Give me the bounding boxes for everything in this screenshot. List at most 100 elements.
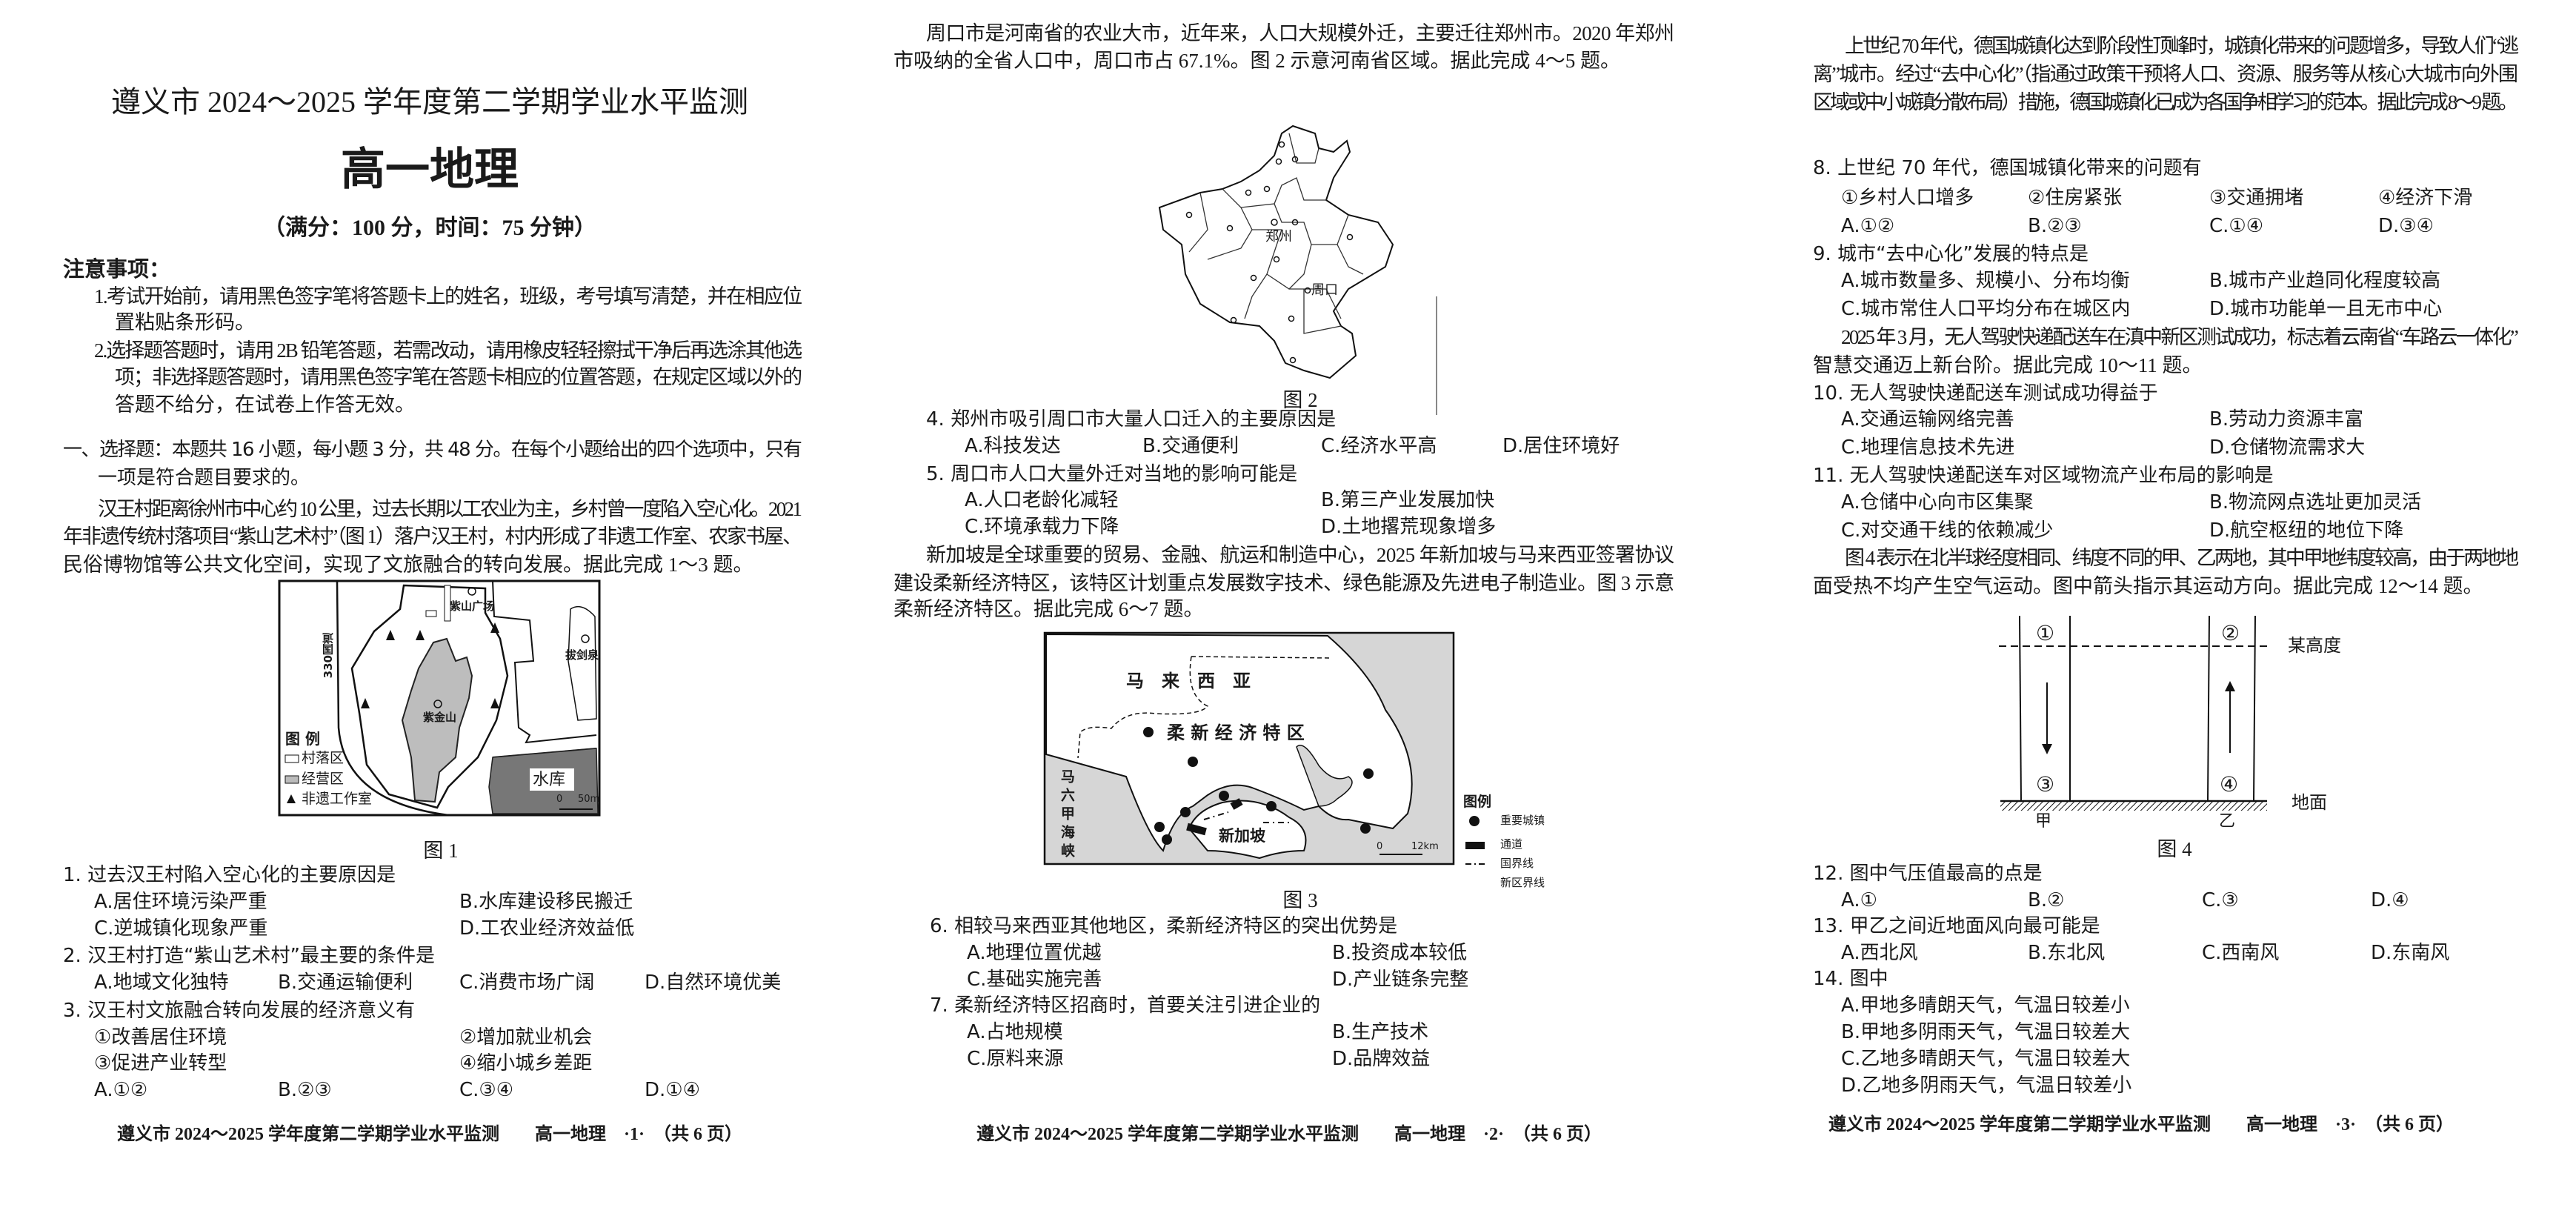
question-5-option-a[interactable]: A.人口老龄化减轻 [965,489,1119,511]
question-11-option-a[interactable]: A.仓储中心向市区集聚 [1841,491,2034,514]
question-9-option-c[interactable]: C.城市常住人口平均分布在城区内 [1841,298,2131,320]
legend-zone-border: 新区界线 [1500,876,1545,889]
question-4-stem: 4. 郑州市吸引周口市大量人口迁入的主要原因是 [926,408,1337,431]
point-3-label: ③ [2036,774,2055,797]
question-4-option-c[interactable]: C.经济水平高 [1321,435,1437,457]
question-4-option-b[interactable]: B.交通便利 [1142,435,1239,457]
question-7-option-b[interactable]: B.生产技术 [1332,1021,1429,1043]
passage-line: 民俗博物馆等公共文化空间，实现了文旅融合的转向发展。据此完成 1～3 题。 [63,554,753,576]
question-4-option-a[interactable]: A.科技发达 [965,435,1061,457]
question-3-stem: 3. 汉王村文旅融合转向发展的经济意义有 [63,1000,416,1022]
question-8-item: ①乡村人口增多 [1841,187,1974,209]
question-12-option-d[interactable]: D.④ [2371,889,2409,911]
legend-workshop: 非遗工作室 [302,791,373,807]
question-8-option-d[interactable]: D.③④ [2378,215,2434,237]
zhengzhou-label: 郑州 [1265,229,1292,245]
question-3-item: ④缩小城乡差距 [459,1052,593,1074]
workshop-markers [361,622,499,708]
notice-heading: 注意事项： [63,256,171,282]
passage-line: 柔新经济特区。据此完成 6～7 题。 [893,598,1204,620]
question-7-option-a[interactable]: A.占地规模 [967,1021,1063,1043]
question-9-option-b[interactable]: B.城市产业趋同化程度较高 [2209,270,2441,292]
question-3-option-b[interactable]: B.②③ [278,1079,332,1101]
question-9-stem: 9. 城市“去中心化”发展的特点是 [1813,243,2089,265]
question-10-option-c[interactable]: C.地理信息技术先进 [1841,436,2015,459]
question-10-option-a[interactable]: A.交通运输网络完善 [1841,408,2014,431]
question-1-option-a[interactable]: A.居住环境污染严重 [94,891,267,913]
question-11-stem: 11. 无人驾驶快递配送车对区域物流产业布局的影响是 [1813,465,2274,487]
question-6-option-d[interactable]: D.产业链条完整 [1332,969,1469,991]
question-2-option-d[interactable]: D.自然环境优美 [645,971,782,994]
city-borders [1188,133,1364,334]
singapore-label: 新加坡 [1219,827,1265,845]
question-12-option-b[interactable]: B.② [2028,889,2065,911]
question-11-option-c[interactable]: C.对交通干线的依赖减少 [1841,519,2054,542]
notice-line: 答题不给分，在试卷上作答无效。 [115,393,415,416]
question-5-option-b[interactable]: B.第三产业发展加快 [1321,489,1495,511]
question-10-option-b[interactable]: B.劳动力资源丰富 [2209,408,2364,431]
question-6-option-b[interactable]: B.投资成本较低 [1332,942,1468,964]
scale-value: 50m [578,794,600,805]
passage-line: 离”城市。经过“去中心化”（指通过政策干预将人口、资源、服务等从核心大城市向外围 [1813,63,2518,85]
figure-2-henan-map: 郑州 周口 [1156,119,1430,385]
question-9-option-d[interactable]: D.城市功能单一且无市中心 [2209,298,2443,320]
passage-line: 周口市是河南省的农业大市，近年来，人口大规模外迁，主要迁往郑州市。2020 年郑… [926,22,1674,44]
city-markers [1185,141,1354,364]
question-11-option-d[interactable]: D.航空枢纽的地位下降 [2209,519,2404,542]
question-3-option-c[interactable]: C.③④ [459,1079,514,1101]
figure-2-caption: 图 2 [1282,389,1318,411]
scale-value: 12km [1411,841,1439,852]
point-2-label: ② [2221,622,2240,645]
question-13-option-a[interactable]: A.西北风 [1841,942,1918,964]
question-9-option-a[interactable]: A.城市数量多、规模小、分布均衡 [1841,270,2130,292]
question-8-option-c[interactable]: C.①④ [2209,215,2264,237]
scan-line [1436,296,1437,415]
page-footer: 遵义市 2024～2025 学年度第二学期学业水平监测 高一地理 ·2· （共 … [976,1125,1602,1144]
passage-line: 区域或中小城镇分散布局）措施，德国城镇化已成为各国争相学习的范本。据此完成 8～… [1813,91,2518,113]
page-footer: 遵义市 2024～2025 学年度第二学期学业水平监测 高一地理 ·3· （共 … [1828,1115,2454,1134]
question-8-option-b[interactable]: B.②③ [2028,215,2082,237]
passage-line: 市吸纳的全省人口中，周口市占 67.1%。图 2 示意河南省区域。据此完成 4～… [893,50,1620,72]
question-2-option-c[interactable]: C.消费市场广阔 [459,971,595,994]
question-5-option-d[interactable]: D.土地撂荒现象增多 [1321,516,1497,538]
notice-line: 1.考试开始前，请用黑色签字笔将答题卡上的姓名，班级，考号填写清楚，并在相应位 [94,285,802,308]
question-14-option-a[interactable]: A.甲地多晴朗天气，气温日较差小 [1841,994,2130,1017]
question-13-option-c[interactable]: C.西南风 [2202,942,2280,964]
question-13-option-b[interactable]: B.东北风 [2028,942,2106,964]
question-14-option-d[interactable]: D.乙地多阴雨天气，气温日较差小 [1841,1074,2132,1097]
question-11-option-b[interactable]: B.物流网点选址更加灵活 [2209,491,2422,514]
question-6-option-c[interactable]: C.基础实施完善 [967,969,1102,991]
passage-line: 年非遗传统村落项目“紫山艺术村”（图 1）落户汉王村，村内形成了非遗工作室、农家… [63,525,802,548]
question-8-option-a[interactable]: A.①② [1841,215,1895,237]
question-7-option-d[interactable]: D.品牌效益 [1332,1048,1431,1070]
question-12-option-c[interactable]: C.③ [2202,889,2239,911]
question-2-option-a[interactable]: A.地域文化独特 [94,971,229,994]
notice-line: 项；非选择题答题时，请用黑色签字笔在答题卡相应的位置答题，在规定区域以外的 [115,366,802,388]
question-13-option-d[interactable]: D.东南风 [2371,942,2450,964]
question-12-option-a[interactable]: A.① [1841,889,1877,911]
question-3-option-a[interactable]: A.①② [94,1079,148,1101]
scale-zero: 0 [556,794,563,805]
question-1-option-d[interactable]: D.工农业经济效益低 [459,917,635,940]
question-2-option-b[interactable]: B.交通运输便利 [278,971,413,994]
question-6-option-a[interactable]: A.地理位置优越 [967,942,1102,964]
question-5-option-c[interactable]: C.环境承载力下降 [965,516,1119,538]
question-14-option-c[interactable]: C.乙地多晴朗天气，气温日较差大 [1841,1048,2131,1070]
passage-line: 面受热不均产生空气运动。图中箭头指示其运动方向。据此完成 12～14 题。 [1813,575,2483,597]
question-12-stem: 12. 图中气压值最高的点是 [1813,863,2043,885]
question-3-option-d[interactable]: D.①④ [645,1079,700,1101]
mountain-label: 紫金山 [423,711,457,724]
passage-line: 2025 年 3 月，无人驾驶快递配送车在滇中新区测试成功，标志着云南省“车路云… [1841,326,2519,348]
question-4-option-d[interactable]: D.居住环境好 [1502,435,1620,457]
notice-line: 置粘贴条形码。 [115,311,255,333]
question-8-item: ②住房紧张 [2028,187,2123,209]
question-14-option-b[interactable]: B.甲地多阴雨天气，气温日较差大 [1841,1021,2131,1043]
passage-line: 智慧交通迈上新台阶。据此完成 10～11 题。 [1813,354,2203,376]
legend-channel: 通道 [1500,837,1523,851]
question-7-option-c[interactable]: C.原料来源 [967,1048,1064,1070]
question-10-option-d[interactable]: D.仓储物流需求大 [2209,436,2366,459]
question-1-option-c[interactable]: C.逆城镇化现象严重 [94,917,268,940]
question-1-option-b[interactable]: B.水库建设移民搬迁 [459,891,633,913]
question-3-item: ③促进产业转型 [94,1052,227,1074]
location-jia-label: 甲 [2035,812,2052,831]
